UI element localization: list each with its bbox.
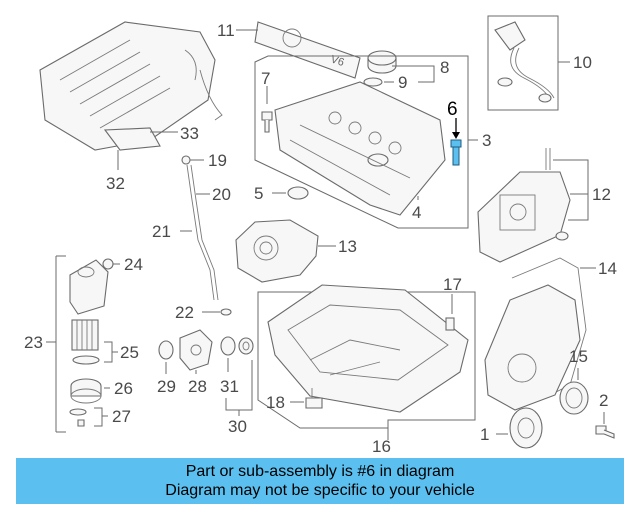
callout-14: 14	[598, 259, 617, 278]
callout-11: 11	[217, 21, 235, 40]
callout-7: 7	[261, 69, 270, 88]
exploded-parts-diagram: 33 32 V6 11 8 9 10	[24, 15, 617, 456]
callout-21: 21	[152, 222, 171, 241]
oil-pan-part[interactable]	[267, 284, 469, 413]
callout-12: 12	[592, 185, 611, 204]
callout-25: 25	[120, 343, 139, 362]
valve-cover-bolt-part[interactable]	[261, 111, 273, 133]
timing-cover-part[interactable]	[235, 219, 319, 283]
callout-9: 9	[398, 73, 407, 92]
engine-cover-part[interactable]: V6	[254, 21, 361, 79]
seal-ring-part[interactable]	[287, 186, 309, 200]
callout-1: 1	[480, 425, 489, 444]
drain-plug-part[interactable]	[305, 388, 323, 409]
callout-24: 24	[124, 255, 143, 274]
callout-16: 16	[372, 437, 391, 456]
crank-seal-part[interactable]	[559, 381, 589, 415]
highlighted-bolt-part-6[interactable]	[450, 139, 462, 166]
crank-pulley-part[interactable]	[509, 407, 543, 449]
callout-2: 2	[599, 391, 608, 410]
callout-5: 5	[254, 184, 263, 203]
info-banner: Part or sub-assembly is #6 in diagram Di…	[16, 458, 624, 504]
callout-30: 30	[228, 417, 247, 436]
plug-30-part[interactable]	[238, 337, 254, 355]
callout-10: 10	[573, 53, 592, 72]
chain-cover-part[interactable]	[477, 148, 571, 263]
callout-15: 15	[569, 347, 588, 366]
callout-6: 6	[447, 99, 458, 120]
callout-22: 22	[175, 303, 194, 322]
callout-31: 31	[220, 377, 239, 396]
callout-26: 26	[114, 379, 133, 398]
banner-line-1: Part or sub-assembly is #6 in diagram	[185, 463, 455, 480]
oil-filter-cap-part[interactable]	[70, 378, 102, 404]
pulley-bolt-part[interactable]	[595, 425, 615, 439]
callout-8: 8	[440, 58, 449, 77]
callout-29: 29	[157, 377, 176, 396]
adapter-28-part[interactable]	[179, 329, 213, 371]
callout-18: 18	[266, 393, 285, 412]
callout-28: 28	[188, 377, 207, 396]
callout-3: 3	[482, 131, 491, 150]
callout-17: 17	[443, 275, 462, 294]
intake-manifold-part[interactable]	[39, 21, 223, 151]
callout-19: 19	[208, 151, 227, 170]
filter-seal-24-part[interactable]	[102, 258, 114, 270]
callout-33: 33	[180, 124, 199, 143]
callout-27: 27	[112, 407, 131, 426]
callout-4: 4	[412, 203, 421, 222]
pan-bolt-part[interactable]	[445, 317, 455, 331]
pcv-hose-part[interactable]	[494, 21, 555, 103]
callout-20: 20	[212, 185, 231, 204]
valve-cover-part[interactable]	[274, 81, 446, 216]
oil-filter-element-part[interactable]	[71, 319, 100, 365]
banner-line-2: Diagram may not be specific to your vehi…	[165, 482, 475, 499]
o-ring-29-part[interactable]	[158, 340, 174, 360]
dipstick-part[interactable]	[181, 155, 232, 316]
oil-filter-housing-part[interactable]	[69, 259, 109, 315]
filter-cap-seal-part[interactable]	[69, 408, 87, 427]
cover-engraving: V6	[329, 53, 346, 69]
callout-13: 13	[338, 237, 357, 256]
front-cover-part[interactable]	[484, 284, 581, 411]
callout-32: 32	[106, 174, 125, 193]
seal-31-part[interactable]	[220, 336, 236, 356]
callout-23: 23	[24, 333, 43, 352]
oil-filler-cap-part[interactable]	[363, 50, 397, 87]
